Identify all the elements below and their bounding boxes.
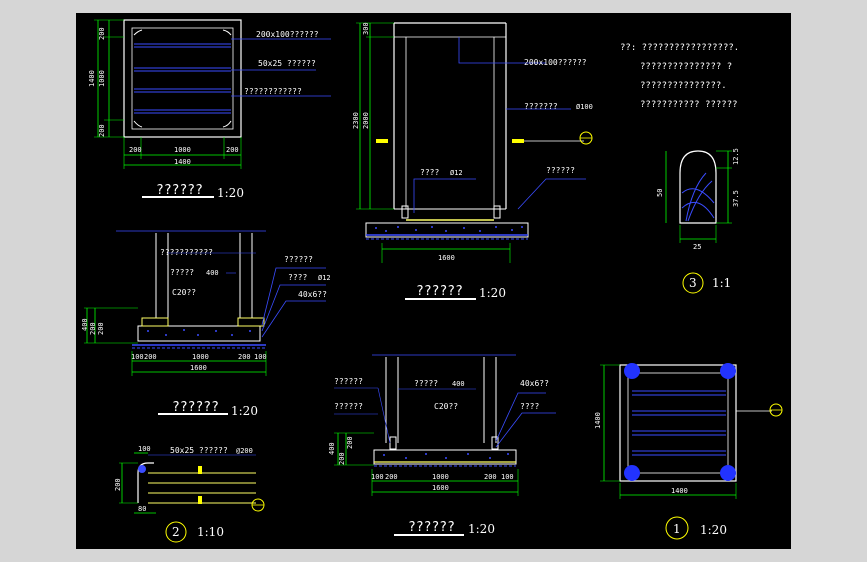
v2-dim-total: 2300 [352,112,360,129]
v3-title: ?????? [172,400,219,415]
v1-scale: 1:20 [217,186,244,200]
d3-dim-height: 50 [656,189,664,197]
notes-block: ??: ?????????????????. ??????????????? ?… [620,43,739,110]
v2-dim-bottom: 1600 [438,254,455,262]
d3-dim-width: 25 [693,243,701,251]
v2-scale: 1:20 [479,286,506,300]
v1-dim-h-total: 1400 [174,158,191,166]
d1-marker: 1 [673,522,681,536]
v4-label-steel: 40x6?? [520,379,549,388]
v4-dim-v-total: 400 [328,442,336,455]
v2-dim-top: 300 [362,22,370,35]
v4-label-post-size: 400 [452,380,465,388]
v4-dim-h-4: 100 [501,473,514,481]
v1-dim-h-mid: 1000 [174,146,191,154]
detail1-panel-plan [600,363,783,540]
v2-label-anchor: ???? [420,168,439,177]
v4-title: ?????? [408,520,455,535]
cad-viewport[interactable]: 200 1000 200 1400 200 1000 200 1400 200x… [76,13,791,549]
v1-dim-v-mid: 1000 [98,70,106,87]
note-line-4: ??????????? ?????? [640,100,738,110]
v1-label-frame: 200x100?????? [256,30,319,39]
v3-dim-h-1: 200 [144,353,157,361]
v2-dim-mid: 2000 [362,112,370,129]
view3-section [84,230,326,415]
v2-label-post: ??????? [524,102,558,111]
d3-dim-top: 12.5 [732,148,740,165]
v2-title: ?????? [416,284,463,299]
v1-dim-v-bot: 200 [98,124,106,137]
v3-label-post: ????? [170,268,194,277]
v1-dim-v-total: 1400 [88,70,96,87]
view4-section [334,354,556,536]
v3-label-c: 40x6?? [298,290,327,299]
d1-dim-height: 1400 [594,412,602,429]
v2-label-dia: Ø100 [576,103,593,111]
v4-label-a: ?????? [334,377,363,386]
d2-label-spacing: @200 [236,447,253,455]
v3-dim-v-b: 200 [97,322,105,335]
v1-title: ?????? [156,183,203,198]
v3-label-top: ??????????? [160,248,213,257]
note-line-3: ???????????????. [640,81,727,91]
d2-label-slat: 50x25 ?????? [170,446,228,455]
d3-marker: 3 [689,276,697,290]
d2-label-100: 100 [138,445,151,453]
d2-marker: 2 [172,525,180,539]
v4-label-c: ???? [520,402,539,411]
d2-dim-width: 80 [138,505,146,513]
view2-elevation [356,22,593,300]
v1-dim-v-top: 200 [98,27,106,40]
v3-label-a: ?????? [284,255,313,264]
v4-dim-h-2: 1000 [432,473,449,481]
d1-dim-width: 1400 [671,487,688,495]
v2-label-anchor-dia: Ø12 [450,169,463,177]
v1-dim-h-left: 200 [129,146,142,154]
v4-label-b: ?????? [334,402,363,411]
v2-label-footing: ?????? [546,166,575,175]
v1-label-mesh: ???????????? [244,87,302,96]
v3-dim-h-2: 1000 [192,353,209,361]
v3-label-concrete: C20?? [172,288,196,297]
v3-dim-h-4: 100 [254,353,267,361]
note-line-2: ??????????????? ? [640,62,732,72]
v4-label-post: ????? [414,379,438,388]
v4-dim-h-0: 100 [371,473,384,481]
v1-label-slat: 50x25 ?????? [258,59,316,68]
v4-dim-h-1: 200 [385,473,398,481]
v3-dim-h-0: 100 [131,353,144,361]
detail3-slat-section [665,150,732,294]
v3-dim-h-total: 1600 [190,364,207,372]
v4-dim-v-b: 200 [346,436,354,449]
d3-dim-bottom: 37.5 [732,190,740,207]
view1-panel-plan [94,19,331,198]
v4-label-concrete: C20?? [434,402,458,411]
v3-dim-v-total: 400 [81,318,89,331]
v3-dim-v-a: 200 [89,322,97,335]
detail2-frame-joint [119,452,265,543]
d1-scale: 1:20 [700,523,727,537]
d3-scale: 1:1 [712,276,731,290]
v2-label-frame: 200x100?????? [524,58,587,67]
v4-dim-v-a: 200 [338,452,346,465]
v3-label-b: ???? [288,273,307,282]
d2-dim-height: 200 [114,478,122,491]
cad-drawing: 200 1000 200 1400 200 1000 200 1400 200x… [81,19,783,543]
v3-label-b-dia: Ø12 [318,274,331,282]
d2-scale: 1:10 [197,525,224,539]
v4-dim-h-total: 1600 [432,484,449,492]
note-line-1: ??: ?????????????????. [620,43,739,53]
v4-dim-h-3: 200 [484,473,497,481]
v3-label-post-size: 400 [206,269,219,277]
v4-scale: 1:20 [468,522,495,536]
v3-dim-h-3: 200 [238,353,251,361]
v1-dim-h-right: 200 [226,146,239,154]
v3-scale: 1:20 [231,404,258,418]
